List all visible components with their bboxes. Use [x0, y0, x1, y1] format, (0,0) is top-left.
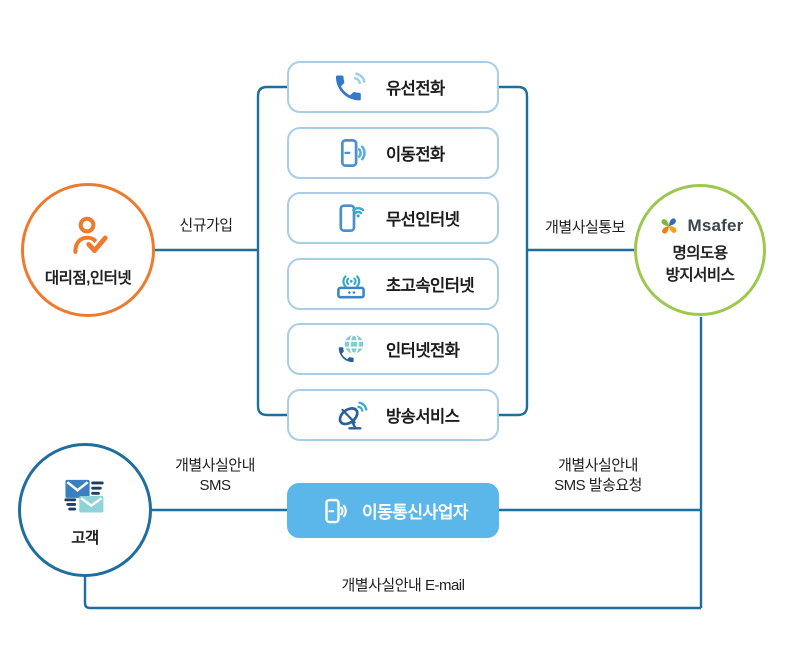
edge-label-sms-line2: SMS — [199, 477, 231, 494]
service-label: 인터넷전화 — [386, 342, 460, 360]
msafer-logo-icon — [661, 218, 678, 234]
edge-label-email: 개별사실안내 E-mail — [341, 577, 465, 594]
mail-messages-icon — [64, 479, 104, 512]
broadband-router-icon — [337, 275, 365, 299]
service-box-internet-phone: 인터넷전화 — [287, 323, 499, 375]
msafer-node: Msafer 명의도용 방지서비스 — [634, 184, 766, 316]
edge-label-sms-req-line2: SMS 발송요청 — [554, 477, 642, 494]
wireless-internet-icon — [339, 204, 365, 232]
customer-label: 고객 — [71, 529, 99, 547]
edge-label-signup: 신규가입 — [179, 217, 233, 234]
internet-phone-icon — [338, 334, 364, 363]
landline-phone-icon — [335, 72, 366, 101]
agency-label: 대리점,인터넷 — [44, 269, 132, 287]
service-box-broadcast: 방송서비스 — [287, 389, 499, 441]
agency-node: 대리점,인터넷 — [21, 183, 155, 317]
person-check-icon — [73, 216, 111, 255]
service-label: 방송서비스 — [386, 408, 460, 426]
edge-label-notify: 개별사실통보 — [545, 219, 625, 236]
service-label: 무선인터넷 — [386, 211, 460, 229]
edge-label-sms-request: 개별사실안내 SMS 발송요청 — [527, 456, 669, 496]
edge-label-sms-line1: 개별사실안내 — [175, 457, 255, 474]
broadcast-satellite-icon — [338, 401, 368, 430]
carrier-node: 이동통신사업자 — [287, 483, 499, 538]
service-label: 유선전화 — [386, 80, 445, 98]
customer-node: 고객 — [18, 443, 152, 577]
service-label: 이동전화 — [386, 146, 445, 164]
service-box-mobile: 이동전화 — [287, 127, 499, 179]
service-box-broadband: 초고속인터넷 — [287, 258, 499, 310]
msafer-brand-text: Msafer — [687, 216, 744, 235]
service-box-landline: 유선전화 — [287, 61, 499, 113]
service-box-wireless-internet: 무선인터넷 — [287, 192, 499, 244]
carrier-label: 이동통신사업자 — [362, 503, 468, 522]
edge-label-sms-req-line1: 개별사실안내 — [558, 457, 638, 474]
edge-label-sms: 개별사실안내 SMS — [153, 456, 277, 496]
mobile-phone-icon — [340, 139, 366, 167]
msafer-label-line1: 명의도용 — [672, 245, 728, 262]
carrier-phone-icon — [325, 498, 347, 523]
msafer-label-line2: 방지서비스 — [665, 267, 735, 284]
service-label: 초고속인터넷 — [386, 277, 475, 295]
